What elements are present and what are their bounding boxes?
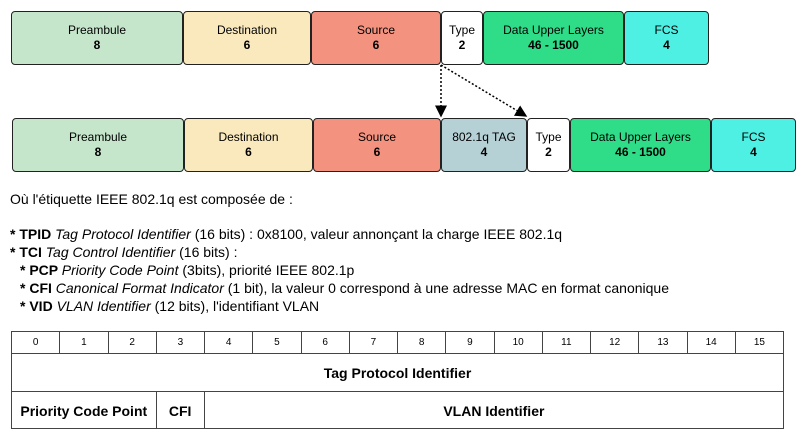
definition-full-name: VLAN Identifier xyxy=(56,298,151,314)
bit-number-cell: 6 xyxy=(302,332,350,353)
field-name: FCS xyxy=(654,23,679,37)
field-name: Data Upper Layers xyxy=(503,23,604,37)
arrow-right xyxy=(440,64,528,117)
definition-description: (12 bits), l'identifiant VLAN xyxy=(150,298,320,314)
bit-number-cell: 14 xyxy=(688,332,736,353)
field-name: 802.1q TAG xyxy=(452,130,516,144)
field-name: Destination xyxy=(216,23,278,37)
field-size: 4 xyxy=(663,38,670,52)
definition-cfi: * CFI Canonical Format Indicator (1 bit)… xyxy=(10,279,669,297)
intro-text: Où l'étiquette IEEE 802.1q est composée … xyxy=(10,191,293,207)
bit-number-cell: 12 xyxy=(591,332,640,353)
tci-field-cfi: CFI xyxy=(157,392,205,429)
tci-field-vlan-identifier: VLAN Identifier xyxy=(443,402,545,419)
definition-pcp: * PCP Priority Code Point (3bits), prior… xyxy=(10,261,669,279)
definition-description: (3bits), priorité IEEE 802.1p xyxy=(178,262,355,278)
definition-vid: * VID VLAN Identifier (12 bits), l'ident… xyxy=(10,297,669,315)
definition-description: (1 bit), la valeur 0 correspond à une ad… xyxy=(223,280,669,296)
definition-full-name: Canonical Format Indicator xyxy=(55,280,224,296)
definition-abbr: * VID xyxy=(20,298,57,314)
bit-number-cell: 7 xyxy=(350,332,398,353)
field-name: FCS xyxy=(741,130,766,144)
field-name: Data Upper Layers xyxy=(590,130,691,144)
bit-number-cell: 13 xyxy=(639,332,688,353)
field-size: 6 xyxy=(243,38,251,52)
definition-full-name: Tag Protocol Identifier xyxy=(55,226,191,242)
field-name: Source xyxy=(357,130,397,144)
bit-number-cell: 8 xyxy=(398,332,447,353)
bit-number-cell: 2 xyxy=(109,332,157,353)
bit-number-cell: 10 xyxy=(495,332,543,353)
field-size: 8 xyxy=(94,145,102,159)
field-size: 6 xyxy=(372,38,380,52)
field-name: Destination xyxy=(218,130,279,144)
definition-abbr: * TCI xyxy=(10,244,46,260)
field-name: Preambule xyxy=(68,130,128,144)
bit-number-cell: 3 xyxy=(157,332,205,353)
definition-tpid: * TPID Tag Protocol Identifier (16 bits)… xyxy=(10,225,669,243)
field-name: Type xyxy=(448,23,475,37)
field-size: 2 xyxy=(458,38,466,52)
definition-abbr: * TPID xyxy=(10,226,56,242)
field-size: 4 xyxy=(480,145,488,159)
definitions-list: * TPID Tag Protocol Identifier (16 bits)… xyxy=(10,225,669,315)
bit-number-cell: 1 xyxy=(60,332,109,353)
field-name: Type xyxy=(535,130,562,144)
definition-description: (16 bits) : 0x8100, valeur annonçant la … xyxy=(190,226,563,242)
definition-full-name: Tag Control Identifier xyxy=(45,244,176,260)
field-size: 2 xyxy=(545,145,552,159)
field-name: Source xyxy=(356,23,396,37)
definition-abbr: * PCP xyxy=(20,262,62,278)
bit-number-cell: 5 xyxy=(253,332,302,353)
definition-abbr: * CFI xyxy=(20,280,56,296)
tci-field-priority-code-point: Priority Code Point xyxy=(12,392,157,429)
field-size: 8 xyxy=(93,38,101,52)
bit-number-cell: 11 xyxy=(543,332,591,353)
definition-full-name: Priority Code Point xyxy=(61,262,179,278)
field-size: 4 xyxy=(750,145,757,159)
bit-number-cell: 0 xyxy=(12,332,61,353)
bit-number-cell: 9 xyxy=(446,332,495,353)
field-size: 6 xyxy=(373,145,381,159)
field-name: Preambule xyxy=(67,23,127,37)
bit-number-cell: 15 xyxy=(753,337,765,348)
bit-number-cell: 4 xyxy=(205,332,254,353)
definition-description: (16 bits) : xyxy=(175,244,238,260)
field-size: 46 - 1500 xyxy=(615,145,666,159)
definition-tci: * TCI Tag Control Identifier (16 bits) : xyxy=(10,243,669,261)
field-size: 46 - 1500 xyxy=(528,38,579,52)
field-size: 6 xyxy=(245,145,252,159)
tpid-field: Tag Protocol Identifier xyxy=(12,354,783,392)
